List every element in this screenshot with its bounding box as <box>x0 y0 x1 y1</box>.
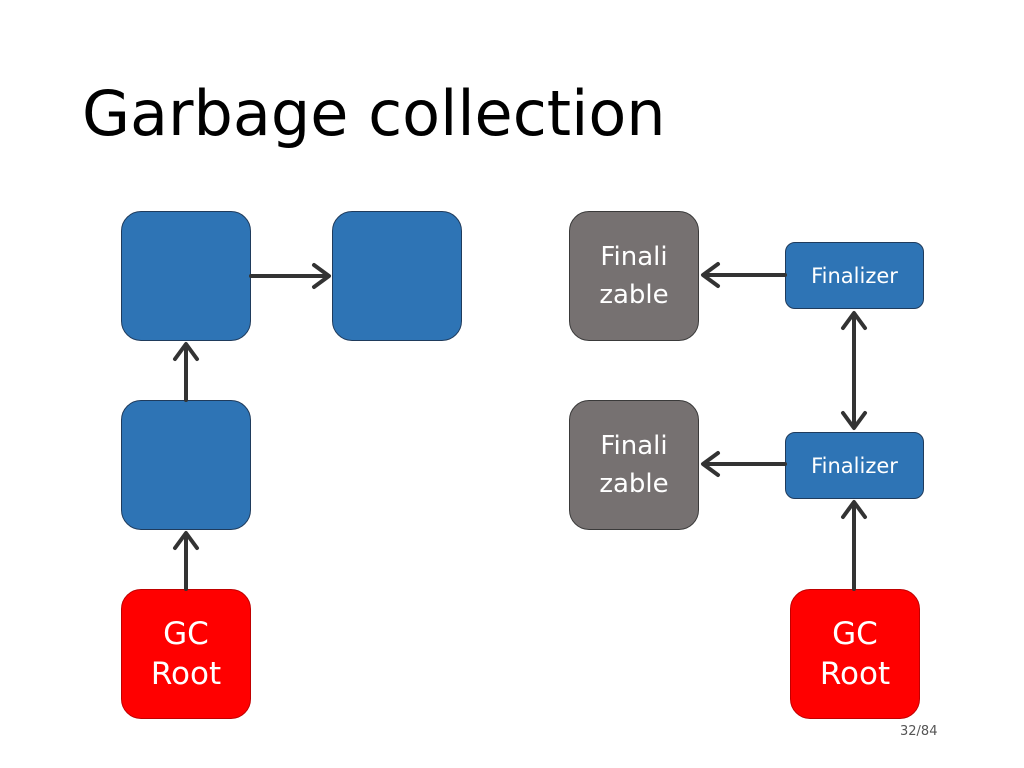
object-node-middle-left <box>121 400 251 530</box>
gc-root-node-right: GC Root <box>790 589 920 719</box>
finalizable-label-bottom: Finali zable <box>599 431 669 499</box>
finalizer-label-top: Finalizer <box>811 263 898 288</box>
arrow-object-to-object <box>249 263 331 289</box>
finalizer-node-bottom: Finalizer <box>785 432 924 499</box>
object-node-top-right <box>332 211 462 341</box>
arrow-middle-to-top-object <box>173 342 199 402</box>
finalizable-node-top: Finali zable <box>569 211 699 341</box>
page-number: 32/84 <box>900 724 938 739</box>
arrow-gc-root-to-finalizer <box>841 500 867 591</box>
finalizable-label-top: Finali zable <box>599 242 669 310</box>
slide-title: Garbage collection <box>82 77 666 150</box>
arrow-finalizer-link <box>841 311 867 430</box>
finalizer-label-bottom: Finalizer <box>811 453 898 478</box>
arrow-gc-root-to-object <box>173 531 199 591</box>
object-node-top-left <box>121 211 251 341</box>
finalizer-node-top: Finalizer <box>785 242 924 309</box>
gc-root-node-left: GC Root <box>121 589 251 719</box>
gc-root-label-right: GC Root <box>819 616 891 692</box>
gc-root-label-left: GC Root <box>150 616 222 692</box>
arrow-finalizer-to-finalizable-bottom <box>701 451 787 477</box>
arrow-finalizer-to-finalizable-top <box>701 262 787 288</box>
finalizable-node-bottom: Finali zable <box>569 400 699 530</box>
